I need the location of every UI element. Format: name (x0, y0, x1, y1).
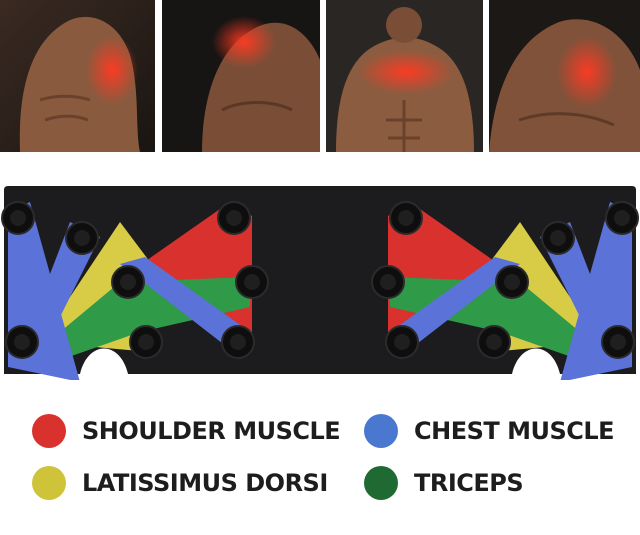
handle-knob-center (10, 210, 26, 226)
photo-chest-highlight (326, 0, 483, 152)
pushup-board (0, 182, 640, 382)
legend-label: SHOULDER MUSCLE (82, 417, 341, 445)
legend-dot-red (32, 414, 66, 448)
legend-item-triceps: TRICEPS (364, 463, 524, 503)
photo-back-highlight (489, 0, 640, 152)
legend-item-latissimus: LATISSIMUS DORSI (32, 463, 328, 503)
handle-knob-center (138, 334, 154, 350)
handle-knob-center (244, 274, 260, 290)
blue-segment-left-b (20, 222, 100, 357)
handle-knob-center (120, 274, 136, 290)
handle-knob-center (504, 274, 520, 290)
handle-knob-center (380, 274, 396, 290)
legend-label: CHEST MUSCLE (414, 417, 615, 445)
handle-knob-center (610, 334, 626, 350)
blue-segment-right-b (540, 222, 620, 357)
handle-knob-center (550, 230, 566, 246)
photo-shoulder-highlight (162, 0, 320, 152)
handle-knob-center (74, 230, 90, 246)
handle-knobs (1, 201, 639, 359)
legend-item-shoulder: SHOULDER MUSCLE (32, 411, 341, 451)
handle-knob-center (230, 334, 246, 350)
handle-knob-center (226, 210, 242, 226)
legend-label: TRICEPS (414, 469, 524, 497)
muscle-legend: SHOULDER MUSCLE CHEST MUSCLE LATISSIMUS … (0, 395, 640, 535)
blue-segment-right-c (390, 257, 520, 357)
legend-dot-green (364, 466, 398, 500)
photo-arm-highlight (0, 0, 155, 152)
blue-segment-left-c (120, 257, 250, 357)
board-center-gap (262, 186, 378, 374)
handle-knob-center (614, 210, 630, 226)
pushup-board-diagram (1, 186, 639, 382)
muscle-photos-strip (0, 0, 640, 152)
legend-label: LATISSIMUS DORSI (82, 469, 328, 497)
handle-knob-center (486, 334, 502, 350)
handle-knob-center (394, 334, 410, 350)
handle-knob-center (398, 210, 414, 226)
handle-knob-center (14, 334, 30, 350)
legend-dot-blue (364, 414, 398, 448)
legend-item-chest: CHEST MUSCLE (364, 411, 615, 451)
legend-dot-yellow (32, 466, 66, 500)
